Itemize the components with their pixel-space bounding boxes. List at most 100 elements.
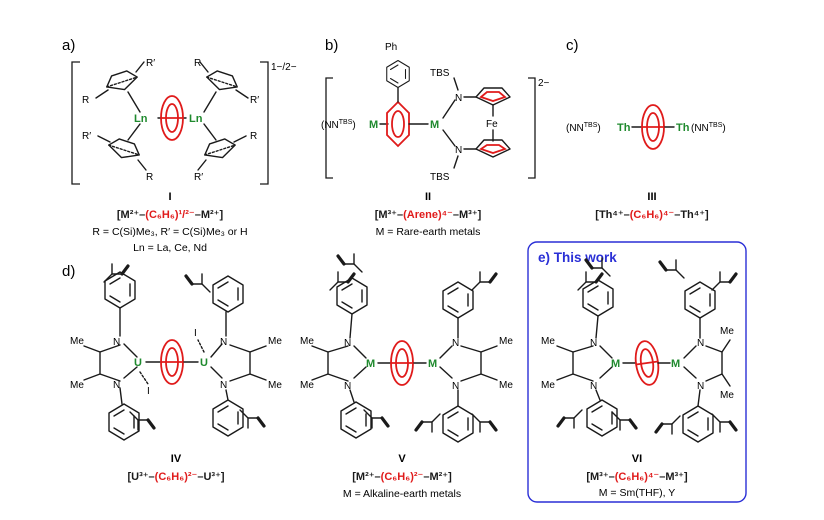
aryl-vi-top-right — [684, 281, 716, 319]
nitrogen-v-4: N — [452, 381, 459, 392]
nitrogen-iv-3: N — [220, 337, 227, 348]
compound-number-i: I — [168, 191, 171, 203]
methyl-v-2: Me — [300, 380, 314, 391]
note-vi: M = Sm(THF), Y — [599, 487, 676, 499]
metal-ln-right: Ln — [189, 113, 203, 125]
panel-b-letter: b) — [325, 37, 338, 54]
aryl-vi-bottom-left — [586, 399, 618, 437]
compound-number-iii: III — [647, 191, 656, 203]
metal-th-left: Th — [617, 122, 631, 134]
iodide-iv-right: I — [194, 328, 197, 339]
aryl-vi-bottom-right — [682, 405, 714, 443]
aryl-v-bottom-left — [340, 401, 372, 439]
metal-th-right: Th — [676, 122, 690, 134]
substituent-rp-3: R′ — [82, 131, 91, 142]
formula-i: [M²⁺–(C₆H₆)¹/²⁻–M²⁺] — [117, 209, 224, 221]
nitrogen-v-3: N — [452, 338, 459, 349]
methyl-vi-4: Me — [720, 390, 734, 401]
metal-m-b-right: M — [430, 119, 439, 131]
methyl-v-3: Me — [499, 336, 513, 347]
ligand-nn-tbs-c-right: (NNTBS) — [691, 122, 726, 134]
formula-ii: [M³⁺–(Arene)⁴⁻–M³⁺] — [375, 209, 482, 221]
aryl-iv-bottom-right — [212, 399, 244, 437]
nitrogen-iv-1: N — [113, 337, 120, 348]
metal-m-vi-right: M — [671, 358, 680, 370]
benzene-ring-c — [641, 104, 665, 150]
formula-vi: [M³⁺–(C₆H₆)⁴⁻–M³⁺] — [586, 471, 688, 483]
methyl-iv-2: Me — [70, 380, 84, 391]
aryl-iv-top-right — [212, 275, 244, 313]
metal-m-v-left: M — [366, 358, 375, 370]
formula-v: [M²⁺–(C₆H₆)²⁻–M²⁺] — [352, 471, 452, 483]
panel-b-right-bracket — [528, 77, 536, 179]
panel-b-charge: 2− — [538, 78, 550, 89]
substituent-rp-4: R′ — [194, 172, 203, 183]
cp-ring-upper-left — [103, 67, 141, 96]
complex-v: Me Me N N M M N N Me Me V [M²⁺–(C₆H₆)²⁻–… — [300, 252, 513, 500]
cp-ring-ferrocene-top — [475, 87, 511, 106]
methyl-iv-3: Me — [268, 336, 282, 347]
panel-a-letter: a) — [62, 37, 75, 54]
panel-a-left-bracket — [71, 61, 80, 185]
benzene-ring-v — [390, 340, 414, 386]
note-ii: M = Rare-earth metals — [376, 226, 481, 238]
tbs-label-top: TBS — [430, 68, 450, 79]
aryl-iv-bottom-left — [108, 403, 140, 441]
nitrogen-vi-3: N — [697, 338, 704, 349]
nitrogen-vi-2: N — [590, 381, 597, 392]
methyl-vi-1: Me — [541, 336, 555, 347]
this-work-title: e) This work — [538, 250, 617, 265]
panel-b: b) 2− (NNTBS) M Ph M N N TBS TBS — [321, 37, 550, 238]
panel-a: a) 1−/2− R′ R R R′ R′ R R R′ Ln — [62, 37, 297, 254]
benzene-ring-iv — [160, 339, 184, 385]
nitrogen-v-1: N — [344, 338, 351, 349]
methyl-iv-4: Me — [268, 380, 282, 391]
tbs-label-bottom: TBS — [430, 172, 450, 183]
benzene-ring-vi — [632, 338, 662, 388]
iron-label: Fe — [486, 119, 498, 130]
substituent-r-4: R — [250, 131, 257, 142]
compound-number-vi: VI — [632, 453, 642, 465]
panel-a-charge: 1−/2− — [271, 62, 297, 73]
iodide-iv-left: I — [147, 386, 150, 397]
metal-m-b-left: M — [369, 119, 378, 131]
metal-u-left: U — [134, 357, 142, 369]
arene-ring-b — [386, 100, 410, 148]
benzene-ring-a — [160, 95, 184, 141]
compound-number-iv: IV — [171, 453, 182, 465]
panel-d-letter: d) — [62, 263, 75, 280]
panel-c-letter: c) — [566, 37, 579, 54]
aryl-v-bottom-right — [442, 405, 474, 443]
nitrogen-v-2: N — [344, 381, 351, 392]
nitrogen-vi-1: N — [590, 338, 597, 349]
compound-number-ii: II — [425, 191, 431, 203]
cp-ring-upper-right — [203, 67, 241, 96]
note-v: M = Alkaline-earth metals — [343, 488, 461, 500]
substituent-r-1: R — [82, 95, 89, 106]
formula-iv: [U³⁺–(C₆H₆)²⁻–U³⁺] — [127, 471, 224, 483]
ligand-nn-tbs-b: (NNTBS) — [321, 119, 356, 131]
aryl-v-top-left — [336, 277, 368, 315]
aryl-v-top-right — [442, 281, 474, 319]
substituent-rp-1: R′ — [146, 58, 155, 69]
complex-iv: Me Me N N U I U I N N Me Me IV [U³⁺–(C₆H… — [70, 262, 282, 483]
ligand-nn-tbs-c-left: (NNTBS) — [566, 122, 601, 134]
nitrogen-b-bottom: N — [455, 145, 462, 156]
nitrogen-iv-2: N — [113, 380, 120, 391]
metal-m-v-right: M — [428, 358, 437, 370]
cp-ring-lower-left — [105, 135, 143, 164]
substituent-r-2: R — [194, 58, 201, 69]
methyl-v-1: Me — [300, 336, 314, 347]
note-i-lanthanides: Ln = La, Ce, Nd — [133, 242, 207, 254]
compound-number-v: V — [398, 453, 406, 465]
panel-b-left-bracket — [325, 77, 333, 179]
this-work-box — [527, 241, 747, 503]
substituent-rp-2: R′ — [250, 95, 259, 106]
methyl-iv-1: Me — [70, 336, 84, 347]
panel-a-right-bracket — [260, 61, 269, 185]
formula-iii: [Th⁴⁺–(C₆H₆)⁴⁻–Th⁴⁺] — [595, 209, 709, 221]
metal-ln-left: Ln — [134, 113, 148, 125]
cp-ring-lower-right — [201, 135, 239, 164]
panel-e: e) This work Me Me N N M M N N Me Me — [527, 241, 747, 503]
